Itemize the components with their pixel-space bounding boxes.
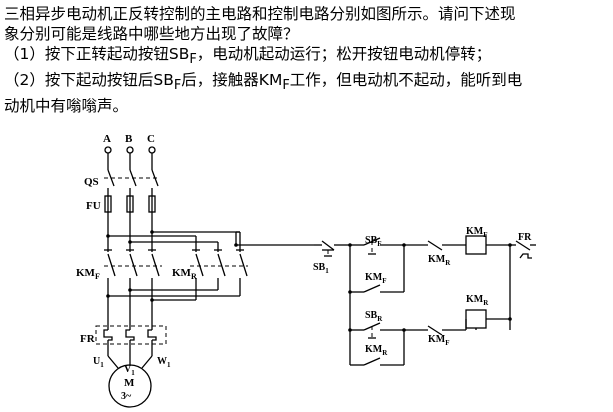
qs-switch — [104, 169, 160, 196]
label-kmr-coil: KMR — [466, 294, 489, 307]
main-bus — [106, 212, 241, 252]
question-line-1: 三相异步电动机正反转控制的主电路和控制电路分别如图所示。请问下述现 — [4, 5, 516, 23]
label-sb1: SB1 — [313, 262, 329, 275]
label-kmf-interlock: KMF — [428, 334, 450, 347]
q4-mid: 后，接触器KM — [181, 71, 283, 90]
q3-prefix: （1）按下正转起动按钮SB — [4, 45, 190, 63]
label-phase-a: A — [103, 133, 111, 145]
question-line-3: （1）按下正转起动按钮SBF，电动机起动运行；松开按钮电动机停转； — [4, 44, 609, 70]
q4-sub2: F — [282, 78, 290, 94]
fu-fuses — [104, 195, 156, 213]
label-sbr: SBR — [365, 310, 383, 323]
sbr-start-button — [350, 322, 406, 339]
fr-thermal-elements — [95, 300, 167, 369]
q4-suffix: 工作，但电动机不起动，能听到电 — [289, 71, 523, 90]
label-v1: V1 — [124, 364, 135, 377]
label-qs: QS — [84, 176, 99, 188]
label-kmf-main: KMF — [76, 267, 100, 281]
kmf-hold-contact — [348, 245, 405, 294]
fr-ctrl-contact — [510, 240, 536, 259]
label-kmr-main: KMR — [172, 267, 197, 281]
label-w1: W1 — [157, 356, 171, 369]
label-sbf: SBF — [365, 235, 382, 248]
kmf-coil — [465, 235, 510, 255]
q3-sub: F — [189, 52, 197, 68]
label-phase-b: B — [125, 133, 133, 145]
question-line-5: 动机中有嗡嗡声。 — [4, 97, 129, 116]
label-motor-m: M — [124, 377, 135, 389]
sb1-stop-button — [314, 240, 350, 257]
label-fr-main: FR — [80, 333, 96, 345]
label-motor-phase: 3~ — [121, 391, 132, 402]
kmr-interlock-contact — [404, 240, 466, 251]
control-return — [508, 243, 512, 330]
control-feed — [234, 232, 314, 247]
supply-leads — [107, 153, 153, 170]
motor: M 3~ — [108, 364, 152, 408]
label-u1: U1 — [93, 356, 104, 369]
label-kmr-interlock: KMR — [428, 254, 451, 267]
label-kmf-coil: KMF — [466, 226, 488, 239]
label-kmr-hold: KMR — [365, 344, 388, 357]
label-kmf-hold: KMF — [365, 272, 387, 285]
label-fu: FU — [86, 200, 101, 212]
question-line-4: （2）按下起动按钮后SBF后，接触器KMF工作，但电动机不起动，能听到电 — [4, 70, 609, 96]
kmf-main-contacts — [104, 249, 162, 300]
label-phase-c: C — [147, 133, 155, 145]
q4-prefix: （2）按下起动按钮后SB — [4, 71, 174, 90]
kmr-coil — [465, 309, 512, 330]
control-branch — [348, 243, 352, 332]
kmf-interlock-contact — [404, 325, 466, 336]
question-text: 三相异步电动机正反转控制的主电路和控制电路分别如图所示。请问下述现 象分别可能是… — [4, 4, 609, 116]
label-fr-ctrl: FR — [518, 232, 532, 243]
supply-terminals — [104, 146, 156, 154]
kmr-hold-contact — [349, 330, 405, 366]
question-line-2: 象分别可能是线路中哪些地方出现了故障？ — [4, 25, 299, 43]
q3-suffix: ，电动机起动运行；松开按钮电动机停转； — [196, 45, 492, 63]
q4-sub1: F — [173, 78, 182, 94]
kmr-main-contacts — [106, 249, 248, 302]
